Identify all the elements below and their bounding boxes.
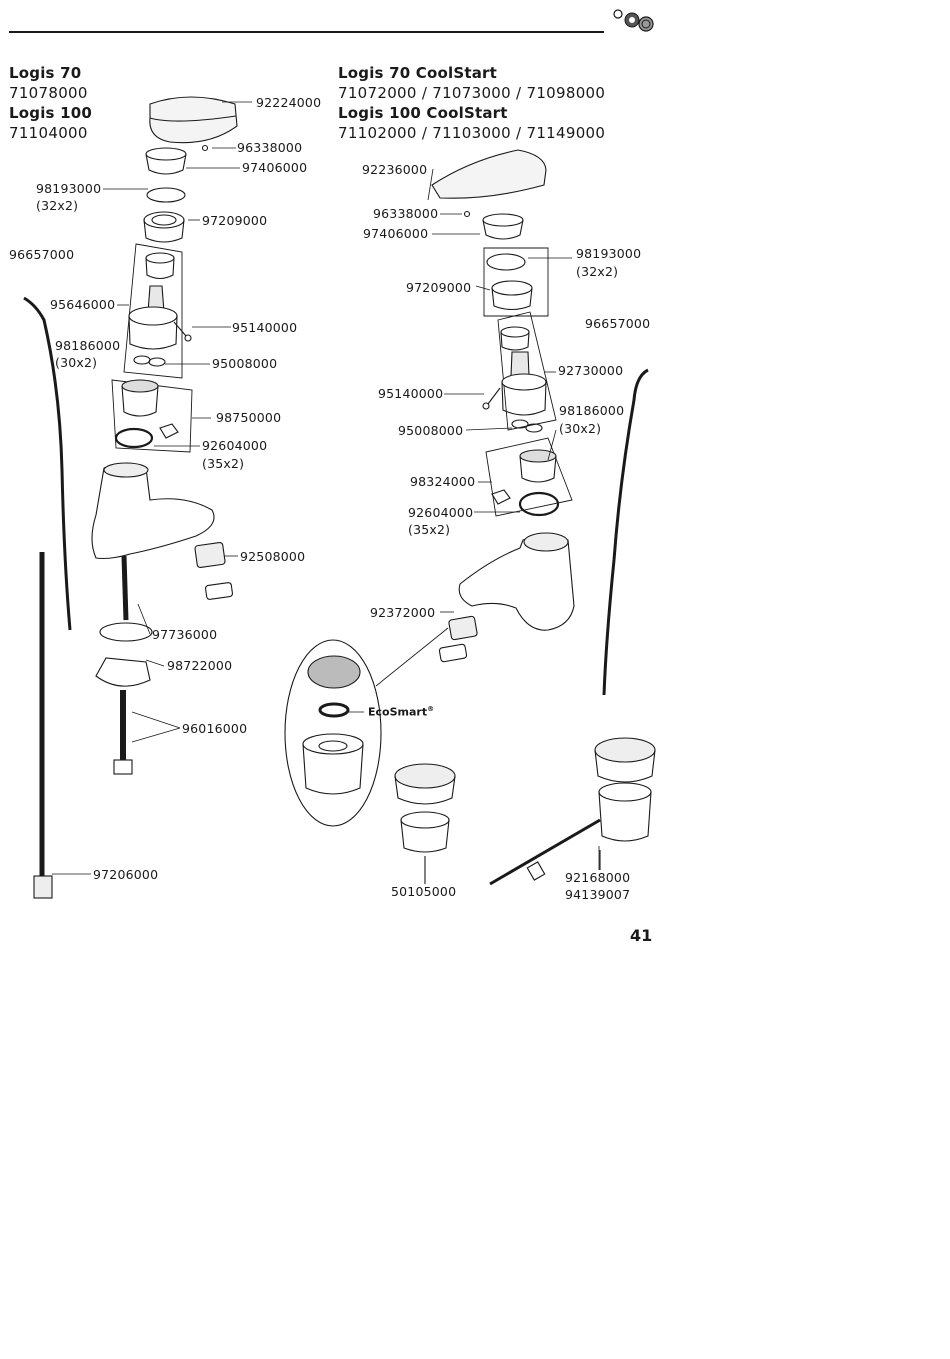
label-92604000-size-right: (35x2) [408,522,451,537]
label-98193000: 98193000 [36,181,102,196]
top-rule [9,31,604,33]
label-97209000-right: 97209000 [406,280,472,295]
label-97736000: 97736000 [152,627,218,642]
label-98186000-right: 98186000 [559,403,625,418]
label-92224000: 92224000 [256,95,322,110]
left-oring-98193000 [146,187,186,203]
label-98750000: 98750000 [216,410,282,425]
label-96016000: 96016000 [182,721,248,736]
right-nut-97209000 [491,280,533,311]
right-aerator-92372000 [438,615,478,663]
left-screw-96338000 [201,144,209,152]
left-screw-95140000 [173,321,192,342]
drain-92168000 [489,737,656,886]
left-washer-97736000 [99,622,153,642]
left-stud-rod [121,555,129,621]
label-98186000-size-right: (30x2) [559,421,602,436]
label-92372000: 92372000 [370,605,436,620]
left-seals-95008000 [133,355,166,367]
ecosmart-parts [302,655,364,795]
label-92604000-size: (35x2) [202,456,245,471]
left-title-1: Logis 70 [9,64,82,82]
left-horseshoe-98722000 [95,657,151,687]
label-94139007: 94139007 [565,887,631,902]
label-96657000-left: 96657000 [9,247,75,262]
label-97206000: 97206000 [93,867,159,882]
label-98324000: 98324000 [410,474,476,489]
label-95008000-right: 95008000 [398,423,464,438]
right-spout-body [458,532,575,631]
label-98193000-size: (32x2) [36,198,79,213]
left-code-1: 71078000 [9,84,88,102]
drain-50105000 [394,763,456,884]
label-92730000: 92730000 [558,363,624,378]
label-97209000: 97209000 [202,213,268,228]
left-coolstart-98750000 [121,379,179,439]
right-coolstart-98186000 [491,449,557,505]
label-96338000: 96338000 [237,140,303,155]
label-98722000: 98722000 [167,658,233,673]
page-number: 41 [630,926,653,945]
label-95140000-right: 95140000 [378,386,444,401]
left-spout-body [91,462,215,560]
right-screw-96338000 [463,210,471,218]
label-97406000: 97406000 [242,160,308,175]
label-92604000-right: 92604000 [408,505,474,520]
right-lever-handle [431,149,547,199]
right-sleeve [500,326,530,351]
right-cartridge-92730000 [501,351,547,416]
right-screw-95140000 [482,387,501,410]
left-oring-92604000 [114,427,154,449]
right-heading: Logis 70 CoolStart 71072000 / 71073000 /… [338,63,605,143]
right-title-2: Logis 100 CoolStart [338,104,508,122]
label-98193000-size-right: (32x2) [576,264,619,279]
label-97406000-right: 97406000 [363,226,429,241]
right-seals-95008000 [511,419,543,433]
left-nut-97209000 [143,211,185,243]
left-lever-handle [149,96,238,144]
left-heading: Logis 70 71078000 Logis 100 71104000 [9,63,92,143]
right-oring-98193000 [486,253,526,271]
ecosmart-registered-mark: ® [427,705,435,713]
left-side-rod-96657000 [23,296,72,631]
label-50105000: 50105000 [391,884,457,899]
label-98186000-size: (30x2) [55,355,98,370]
left-hose-96016000 [113,690,133,775]
parts-icon [613,9,654,32]
label-92604000: 92604000 [202,438,268,453]
ecosmart-oval [284,639,382,827]
right-code-2: 71102000 / 71103000 / 71149000 [338,124,606,142]
left-sleeve [145,252,175,280]
label-92236000: 92236000 [362,162,428,177]
left-cartridge-95646000 [128,285,178,350]
label-95008000: 95008000 [212,356,278,371]
left-title-2: Logis 100 [9,104,93,122]
left-code-2: 71104000 [9,124,88,142]
right-cap-97406000 [482,213,524,240]
label-96657000-right: 96657000 [585,316,651,331]
label-96338000-right: 96338000 [373,206,439,221]
label-92168000: 92168000 [565,870,631,885]
right-side-rod-96657000 [602,368,649,696]
label-98186000: 98186000 [55,338,121,353]
left-cap-97406000 [145,147,187,175]
label-95140000: 95140000 [232,320,298,335]
right-oring-92604000 [518,491,560,517]
label-ecosmart: EcoSmart® [368,705,434,719]
ecosmart-text: EcoSmart [368,705,428,719]
right-code-1: 71072000 / 71073000 / 71098000 [338,84,606,102]
left-tail-rod-97206000 [33,552,53,899]
label-92508000: 92508000 [240,549,306,564]
label-95646000: 95646000 [50,297,116,312]
right-title-1: Logis 70 CoolStart [338,64,498,82]
label-98193000-right: 98193000 [576,246,642,261]
left-aerator-92508000 [194,541,234,600]
